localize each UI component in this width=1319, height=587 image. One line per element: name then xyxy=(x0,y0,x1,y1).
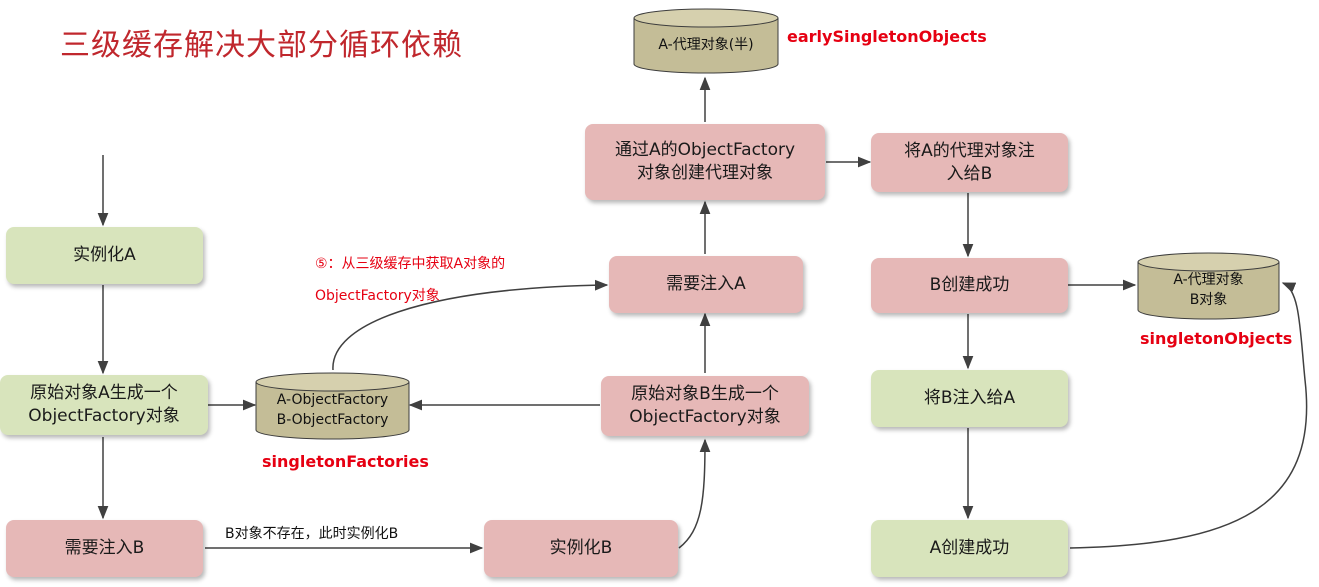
node-label: 原始对象B生成一个 ObjectFactory对象 xyxy=(629,384,781,427)
node-inject-b-into-a: 将B注入给A xyxy=(871,370,1068,427)
database-cylinder-icon xyxy=(633,8,779,74)
store-content: A-代理对象 B对象 xyxy=(1173,272,1244,308)
node-label: 将B注入给A xyxy=(923,388,1016,408)
database-cylinder-icon xyxy=(1137,252,1280,320)
store-singleton-factories: A-ObjectFactory B-ObjectFactory xyxy=(255,372,410,440)
node-b-object-factory: 原始对象B生成一个 ObjectFactory对象 xyxy=(601,376,809,436)
node-label: 实例化B xyxy=(549,538,613,558)
node-label: B创建成功 xyxy=(929,275,1010,295)
edge-label-b-missing: B对象不存在，此时实例化B xyxy=(225,526,399,542)
store-content: A-ObjectFactory B-ObjectFactory xyxy=(276,392,389,428)
node-label: 需要注入A xyxy=(666,274,746,294)
store-early-singleton-objects: A-代理对象(半) xyxy=(633,8,779,74)
arrow-a-created-to-singleton-objects xyxy=(1069,282,1308,549)
store-label-singleton-objects: singletonObjects xyxy=(1140,329,1293,348)
node-create-a-proxy: 通过A的ObjectFactory 对象创建代理对象 xyxy=(585,124,825,200)
arrow-instantiate-b-to-factory-b xyxy=(678,438,711,549)
node-label: A创建成功 xyxy=(929,538,1010,558)
node-b-created: B创建成功 xyxy=(871,258,1068,313)
store-label-early-singleton-objects: earlySingletonObjects xyxy=(787,27,987,46)
node-label: 原始对象A生成一个 ObjectFactory对象 xyxy=(28,383,180,426)
store-content: A-代理对象(半) xyxy=(658,37,754,53)
diagram-title: 三级缓存解决大部分循环依赖 xyxy=(60,28,463,63)
store-singleton-objects: A-代理对象 B对象 xyxy=(1137,252,1280,320)
node-need-inject-a: 需要注入A xyxy=(609,256,803,313)
store-label-singleton-factories: singletonFactories xyxy=(262,452,429,471)
node-label: 将A的代理对象注 入给B xyxy=(904,140,1035,184)
node-a-object-factory: 原始对象A生成一个 ObjectFactory对象 xyxy=(0,375,208,435)
edge-label-step5: ⑤：从三级缓存中获取A对象的 ObjectFactory对象 xyxy=(315,256,506,304)
node-instantiate-b: 实例化B xyxy=(484,520,678,577)
node-label: 实例化A xyxy=(73,245,136,265)
node-instantiate-a: 实例化A xyxy=(6,227,203,284)
node-label: 需要注入B xyxy=(64,538,145,558)
node-a-created: A创建成功 xyxy=(871,520,1068,577)
arrow-singleton-factories-to-need-inject-a xyxy=(332,279,609,371)
database-cylinder-icon xyxy=(255,372,410,440)
node-inject-proxy-into-b: 将A的代理对象注 入给B xyxy=(871,133,1068,192)
node-label: 通过A的ObjectFactory 对象创建代理对象 xyxy=(614,140,796,183)
node-need-inject-b: 需要注入B xyxy=(6,520,203,577)
